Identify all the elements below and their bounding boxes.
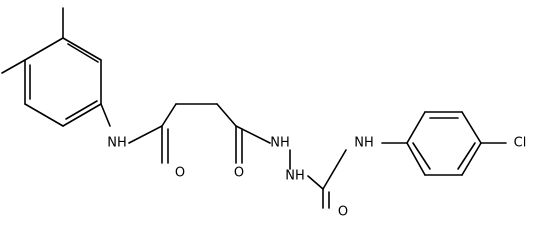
bond (412, 142, 431, 170)
amide-oxygen-label: O (175, 166, 185, 181)
anilide-nh-label: NH (107, 136, 127, 151)
bond (461, 111, 482, 144)
methyl-bond-left (1, 59, 26, 74)
bond (235, 125, 271, 144)
urea-oxygen-label: O (338, 205, 348, 220)
bond (322, 149, 347, 190)
bond (457, 142, 476, 170)
hydrazide-nh-label-1: NH (270, 136, 290, 151)
bond (461, 142, 482, 176)
bond (161, 103, 177, 127)
bond (67, 43, 99, 63)
hydrazide-nh-label-2: NH (285, 169, 305, 184)
bond (406, 142, 426, 176)
bond (307, 175, 324, 190)
bond (128, 125, 163, 144)
bond (100, 103, 111, 127)
bond (406, 111, 426, 144)
hydrazide-oxygen-label: O (234, 166, 244, 181)
dimethylphenyl-ring (24, 37, 102, 127)
bond (24, 103, 64, 127)
bond (62, 37, 102, 61)
chemical-structure: NH O O NH NH NH O Cl (1, 7, 527, 220)
chlorine-label: Cl (514, 136, 527, 151)
bond (24, 37, 64, 61)
bond (216, 103, 237, 127)
chlorophenyl-ring (406, 111, 482, 176)
urea-nh-label: NH (354, 136, 374, 151)
bond (65, 100, 98, 120)
bond (62, 103, 102, 127)
